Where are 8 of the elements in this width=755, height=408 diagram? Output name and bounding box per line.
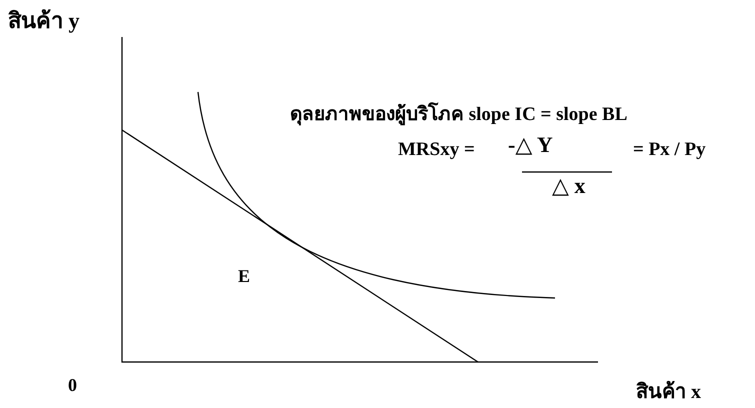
formula-text: -△ Y — [508, 134, 553, 156]
formula-text: = Px / Py — [633, 140, 706, 159]
axis-label: สินค้า y — [8, 10, 80, 32]
formula-text: MRSxy = — [398, 140, 475, 159]
axis-label: สินค้า x — [636, 382, 701, 402]
formula-text: △ x — [552, 175, 586, 197]
point-label: E — [238, 267, 250, 285]
origin-label: 0 — [68, 376, 77, 394]
